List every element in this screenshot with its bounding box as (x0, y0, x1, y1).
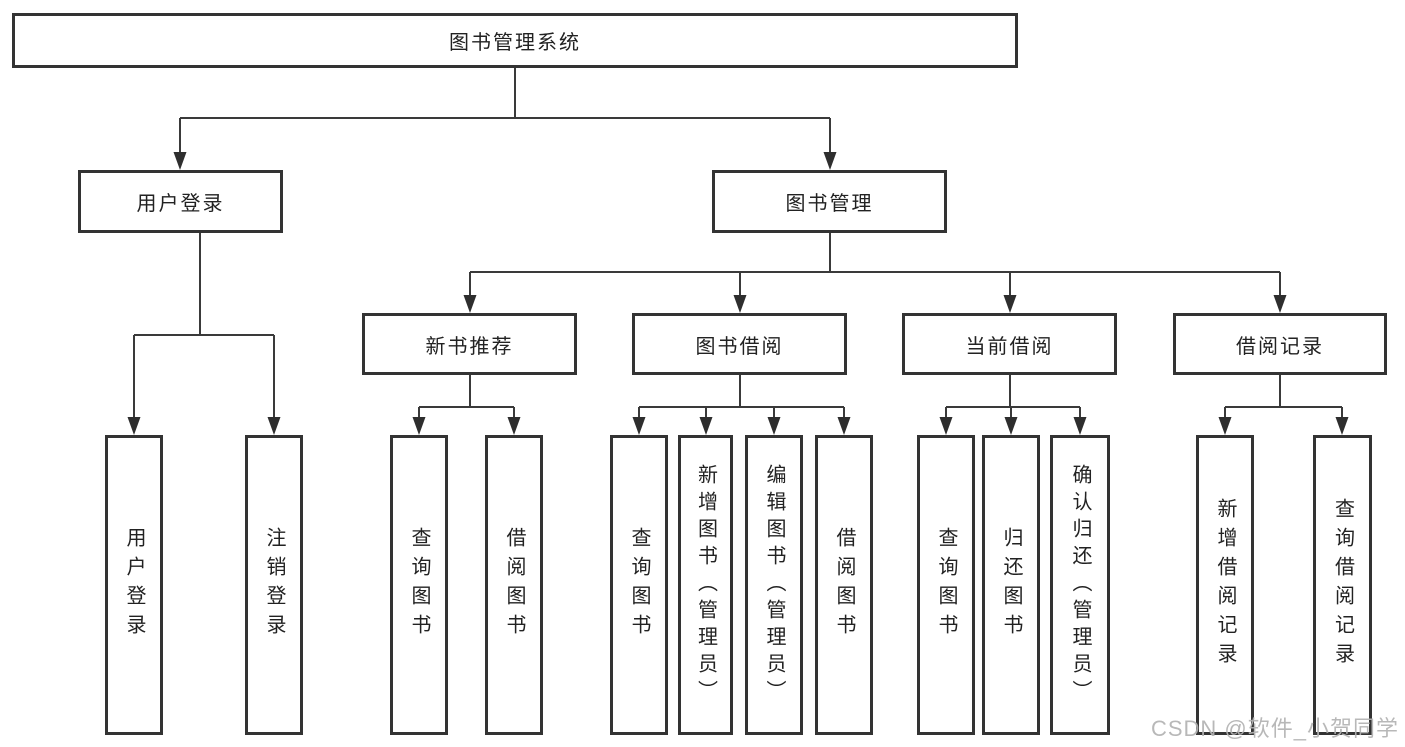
node-user-login: 用户登录 (78, 170, 283, 233)
node-current-borrow: 当前借阅 (902, 313, 1117, 375)
leaf-query-books-3: 查询图书 (917, 435, 975, 735)
node-book-management: 图书管理 (712, 170, 947, 233)
node-new-book-recommend: 新书推荐 (362, 313, 577, 375)
arrowheads (127, 152, 1349, 435)
node-book-borrow: 图书借阅 (632, 313, 847, 375)
leaf-borrow-books-1: 借阅图书 (485, 435, 543, 735)
leaf-confirm-return-admin: 确认归还（管理员） (1050, 435, 1110, 735)
leaf-add-book-admin: 新增图书（管理员） (678, 435, 733, 735)
leaf-borrow-books-2: 借阅图书 (815, 435, 873, 735)
leaf-edit-book-admin: 编辑图书（管理员） (745, 435, 803, 735)
leaf-query-books-2: 查询图书 (610, 435, 668, 735)
leaf-add-borrow-record: 新增借阅记录 (1196, 435, 1254, 735)
leaf-user-login: 用户登录 (105, 435, 163, 735)
leaf-return-books: 归还图书 (982, 435, 1040, 735)
leaf-query-borrow-record: 查询借阅记录 (1313, 435, 1372, 735)
node-root: 图书管理系统 (12, 13, 1018, 68)
leaf-logout: 注销登录 (245, 435, 303, 735)
csdn-watermark: CSDN @软件_小贺同学 (1150, 716, 1399, 741)
node-borrow-records: 借阅记录 (1173, 313, 1387, 375)
leaf-query-books-1: 查询图书 (390, 435, 448, 735)
